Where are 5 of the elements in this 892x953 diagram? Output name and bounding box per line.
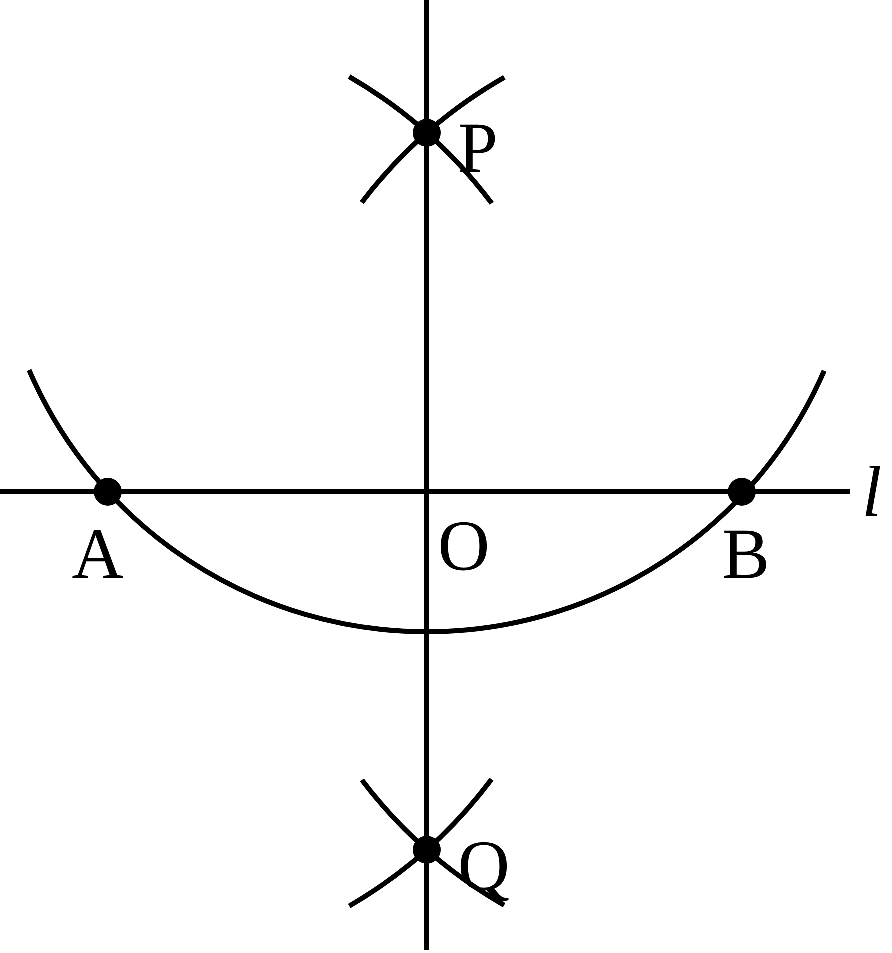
point-label: O xyxy=(438,510,490,582)
line-label: l xyxy=(862,456,882,528)
point-label: P xyxy=(458,112,498,184)
point-label: B xyxy=(722,518,770,590)
point-label: A xyxy=(72,518,124,590)
